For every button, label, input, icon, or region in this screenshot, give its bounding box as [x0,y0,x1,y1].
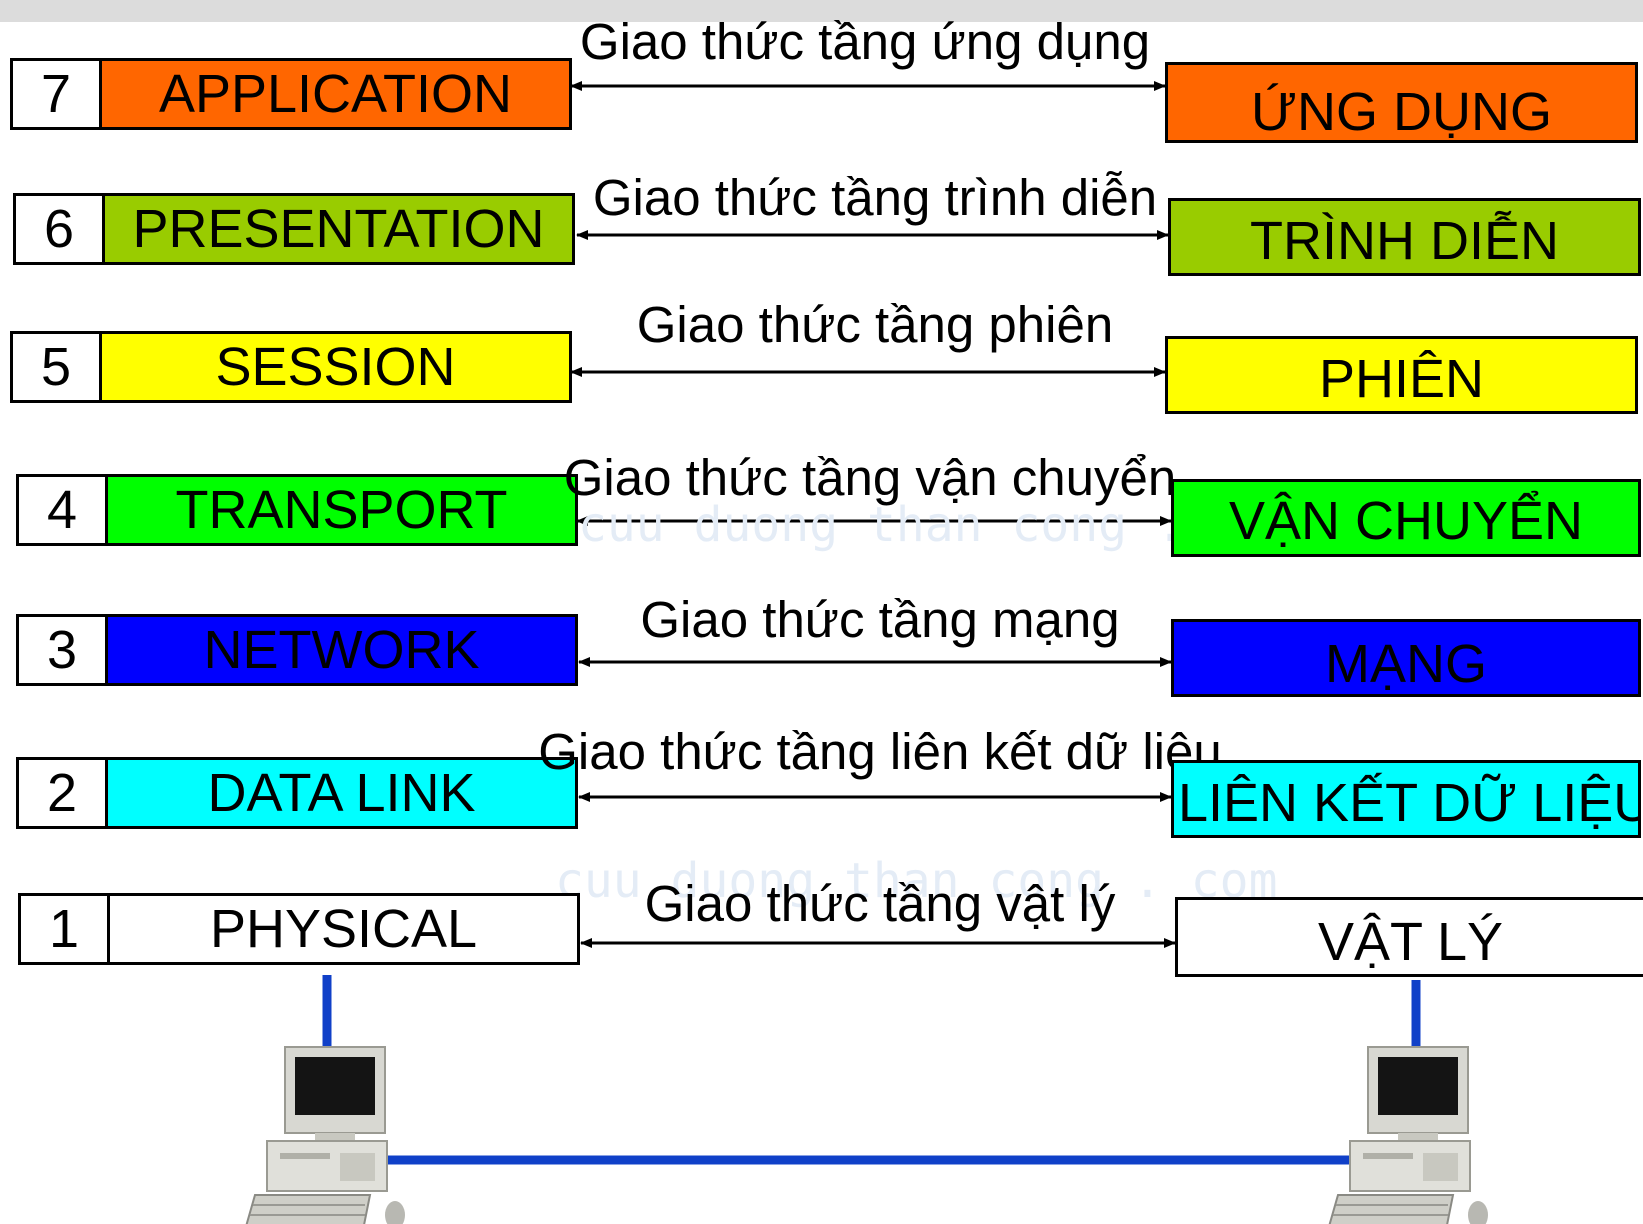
right-computer-icon [1328,1046,1488,1224]
watermark-2: cuu duong than cong . com [555,853,1278,909]
layer-name: TRANSPORT [108,477,575,543]
layer-number: 3 [19,617,108,683]
layer-number: 5 [13,334,102,400]
layer-name: NETWORK [108,617,575,683]
left-computer-icon [245,1046,405,1224]
layer-name: SESSION [102,334,569,400]
top-bar [0,0,1643,22]
peer-layer-4: VẬN CHUYỂN [1171,479,1641,557]
protocol-label-2: Giao thức tầng liên kết dữ liệu [538,723,1222,780]
layer-number: 7 [13,61,102,127]
layer-1-box: 1 PHYSICAL [18,893,580,965]
layer-3-box: 3 NETWORK [16,614,578,686]
layer-5-box: 5 SESSION [10,331,572,403]
peer-layer-1: VẬT LÝ [1175,897,1643,977]
layer-name: PRESENTATION [105,196,572,262]
peer-layer-2: LIÊN KẾT DỮ LIỆU [1171,760,1641,838]
layer-number: 2 [19,760,108,826]
protocol-label-1: Giao thức tầng vật lý [644,875,1116,932]
layer-number: 1 [21,896,110,962]
layer-7-box: 7 APPLICATION [10,58,572,130]
layer-name: DATA LINK [108,760,575,826]
peer-layer-6: TRÌNH DIỄN [1168,198,1641,276]
layer-2-box: 2 DATA LINK [16,757,578,829]
layer-name: APPLICATION [102,61,569,127]
protocol-label-6: Giao thức tầng trình diễn [592,169,1158,226]
peer-layer-7: ỨNG DỤNG [1165,62,1638,143]
protocol-label-3: Giao thức tầng mạng [640,591,1120,648]
protocol-label-5: Giao thức tầng phiên [636,296,1114,353]
layer-6-box: 6 PRESENTATION [13,193,575,265]
layer-4-box: 4 TRANSPORT [16,474,578,546]
peer-layer-5: PHIÊN [1165,336,1638,414]
layer-name: PHYSICAL [110,896,577,962]
peer-layer-3: MẠNG [1171,619,1641,697]
protocol-label-4: Giao thức tầng vận chuyển [563,449,1177,506]
layer-number: 6 [16,196,105,262]
protocol-label-7: Giao thức tầng ứng dụng [579,13,1151,70]
layer-number: 4 [19,477,108,543]
